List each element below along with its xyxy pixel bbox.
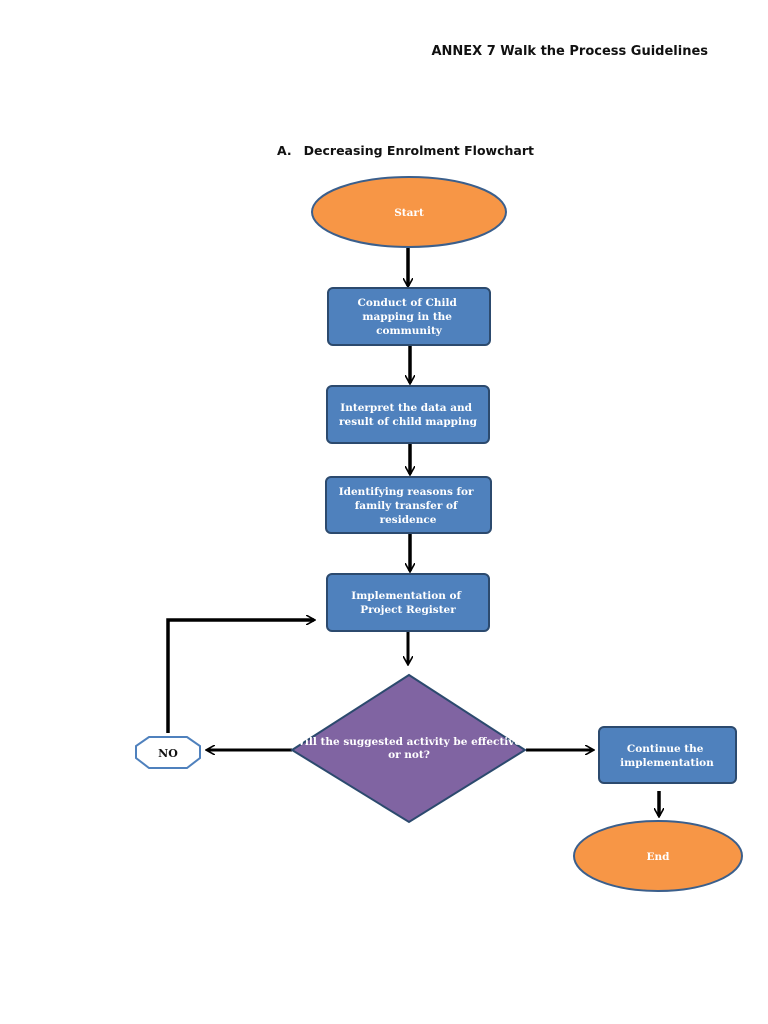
process-shape bbox=[327, 287, 491, 346]
decision-line: Will the suggested activity be effective bbox=[292, 736, 521, 748]
no-line: NO bbox=[158, 747, 178, 760]
process-child-mapping: Conduct of Child mapping in the communit… bbox=[327, 287, 491, 346]
process-label: Identifying reasons for family transfer … bbox=[339, 486, 478, 526]
process-line: Implementation of bbox=[351, 590, 462, 602]
process-label: Continue the implementation bbox=[620, 743, 714, 769]
process-line: implementation bbox=[620, 757, 714, 769]
start-shape bbox=[311, 176, 507, 248]
connectors bbox=[166, 248, 659, 816]
flowchart-title: A. Decreasing Enrolment Flowchart bbox=[277, 143, 534, 158]
decision-shape bbox=[290, 673, 527, 824]
no-label: NO bbox=[158, 747, 178, 760]
end-shape bbox=[573, 820, 743, 892]
process-line: Conduct of Child bbox=[357, 297, 457, 309]
start-line: Start bbox=[394, 207, 424, 219]
process-shape bbox=[326, 385, 490, 444]
annex-header: ANNEX 7 Walk the Process Guidelines bbox=[431, 44, 708, 59]
process-continue: Continue the implementation bbox=[598, 726, 737, 784]
process-label: Conduct of Child mapping in the communit… bbox=[357, 297, 460, 337]
end-label: End bbox=[647, 851, 671, 863]
process-line: family transfer of bbox=[355, 500, 459, 512]
process-line: community bbox=[376, 325, 443, 337]
start-label: Start bbox=[394, 207, 424, 219]
end-line: End bbox=[647, 851, 671, 863]
process-shape bbox=[325, 476, 492, 534]
process-identify-reasons: Identifying reasons for family transfer … bbox=[325, 476, 492, 534]
decision-line: or not? bbox=[388, 749, 430, 761]
process-shape bbox=[326, 573, 490, 632]
process-line: Project Register bbox=[360, 604, 456, 616]
process-line: Interpret the data and bbox=[340, 402, 472, 414]
process-shape bbox=[598, 726, 737, 784]
loop-no-to-step4 bbox=[166, 620, 314, 733]
no-shape bbox=[135, 736, 201, 769]
process-line: Identifying reasons for bbox=[339, 486, 474, 498]
decision-label: Will the suggested activity be effective… bbox=[292, 736, 524, 761]
process-line: residence bbox=[380, 514, 437, 526]
process-implementation: Implementation of Project Register bbox=[326, 573, 490, 632]
no-node: NO bbox=[135, 736, 201, 769]
end-node: End bbox=[573, 820, 743, 892]
process-label: Interpret the data and result of child m… bbox=[339, 402, 478, 428]
process-line: Continue the bbox=[627, 743, 704, 755]
start-node: Start bbox=[311, 176, 507, 248]
decision-node: Will the suggested activity be effective… bbox=[290, 673, 527, 824]
title-text: Decreasing Enrolment Flowchart bbox=[303, 143, 534, 158]
process-line: result of child mapping bbox=[339, 416, 478, 428]
process-interpret-data: Interpret the data and result of child m… bbox=[326, 385, 490, 444]
process-line: mapping in the bbox=[362, 311, 452, 323]
process-label: Implementation of Project Register bbox=[351, 590, 464, 616]
title-marker: A. bbox=[277, 143, 292, 158]
